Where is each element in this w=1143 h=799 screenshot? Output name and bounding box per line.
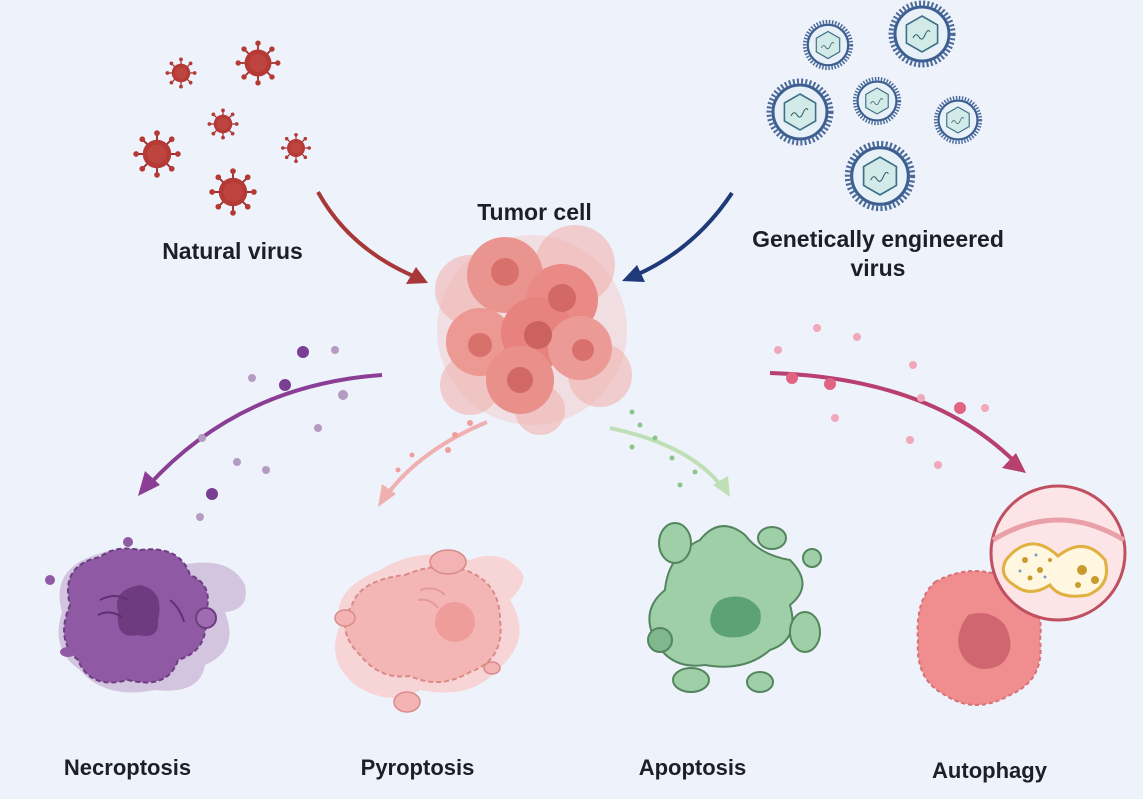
- red-spiky-virus-icon: [164, 56, 198, 90]
- apoptosis-arrow: [609, 409, 730, 497]
- necroptotic-cell-icon: [45, 537, 246, 693]
- necroptosis-arrow: [138, 346, 383, 521]
- red-spiky-virus-icon: [206, 107, 240, 141]
- hexagonal-capsid-virus-icon: [852, 76, 902, 126]
- autophagosome-icon: [916, 484, 1127, 706]
- natural-virus-label: Natural virus: [162, 238, 303, 264]
- red-spiky-virus-icon: [132, 129, 182, 179]
- natural-virus-cluster: [132, 39, 312, 217]
- pyroptosis-label: Pyroptosis: [360, 755, 475, 780]
- red-spiky-virus-icon: [208, 167, 258, 217]
- tumor-cell-cluster-icon: [435, 225, 632, 435]
- tumor-cell-label: Tumor cell: [477, 199, 592, 225]
- necroptosis-label: Necroptosis: [63, 755, 192, 780]
- red-spiky-virus-icon: [280, 132, 312, 164]
- hexagonal-capsid-virus-icon: [933, 95, 983, 145]
- autophagy-arrow: [769, 324, 1026, 473]
- red-spiky-virus-icon: [234, 39, 282, 87]
- hexagonal-capsid-virus-icon: [769, 81, 831, 143]
- apoptotic-body-icon: [647, 522, 822, 693]
- pyroptotic-cell-icon: [334, 549, 524, 713]
- hexagonal-capsid-virus-icon: [891, 3, 953, 65]
- natural-virus-arrow: [316, 191, 428, 284]
- pyroptosis-arrow: [378, 420, 488, 507]
- engineered-virus-label: Genetically engineered virus: [752, 226, 1004, 281]
- hexagonal-capsid-virus-icon: [847, 143, 912, 208]
- engineered-virus-arrow: [622, 191, 734, 282]
- hexagonal-capsid-virus-icon: [802, 19, 854, 71]
- engineered-virus-cluster: [769, 3, 983, 209]
- autophagy-label: Autophagy: [932, 758, 1047, 783]
- apoptosis-label: Apoptosis: [638, 755, 747, 780]
